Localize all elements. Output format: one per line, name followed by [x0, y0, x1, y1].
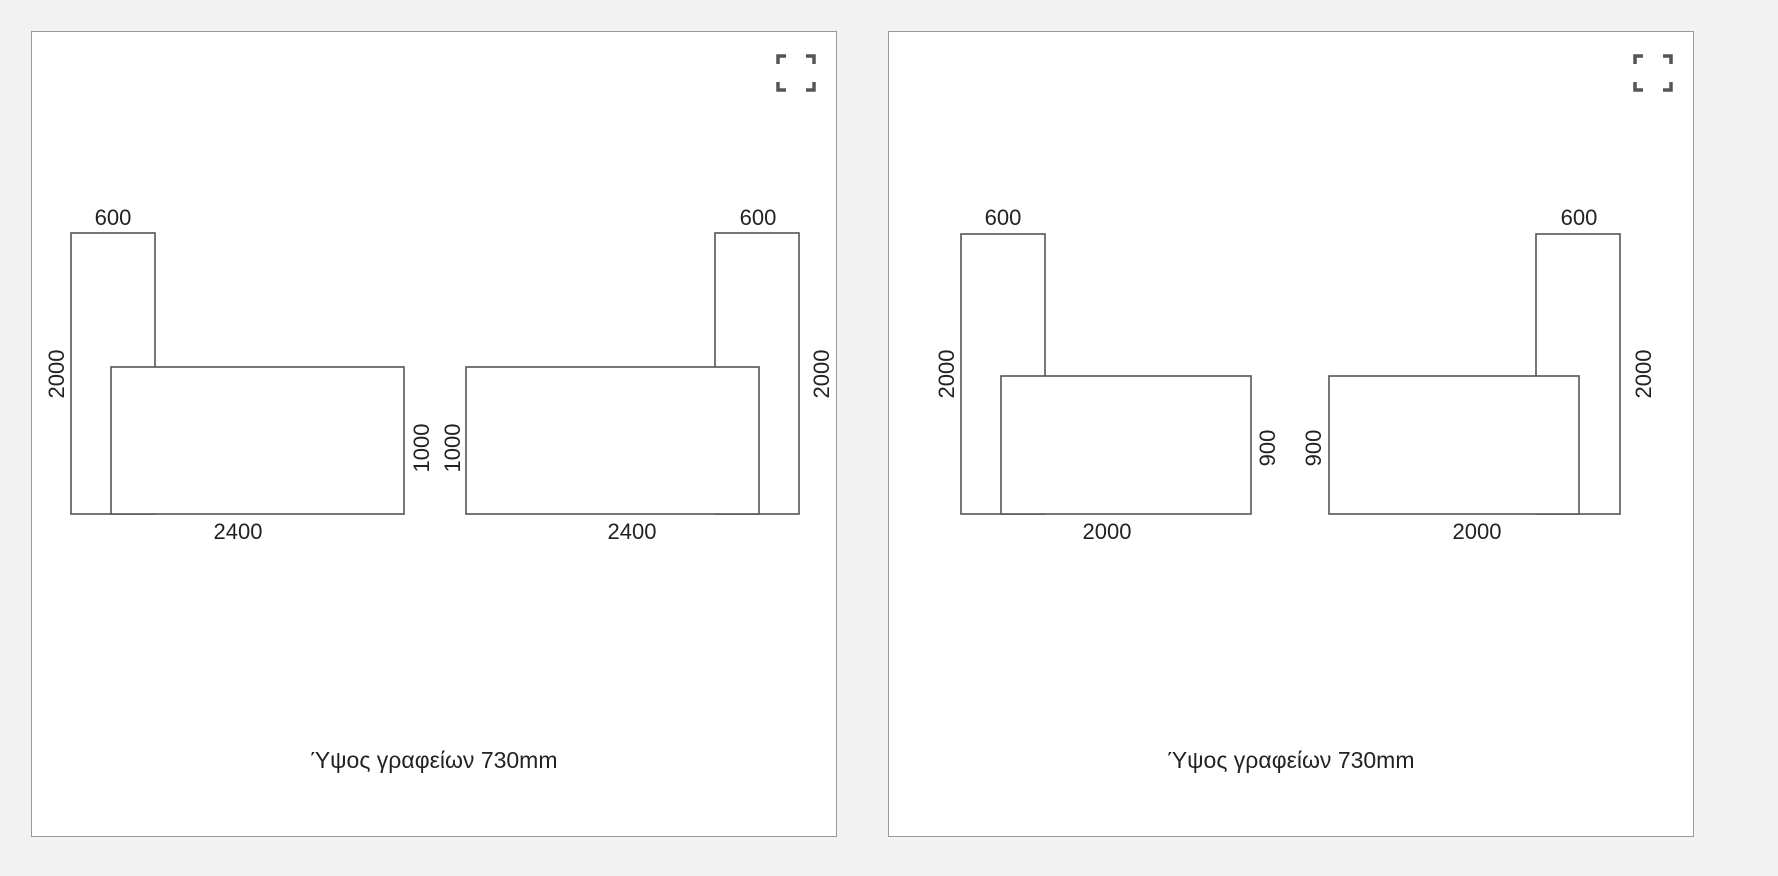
left-top-width-label: 600 — [985, 205, 1022, 230]
left-desk-depth-label: 1000 — [409, 424, 434, 473]
right-desk-depth-label: 1000 — [440, 424, 465, 473]
right-top-width-label: 600 — [1561, 205, 1598, 230]
desk-layout-drawing-1: 600 2000 1000 2400 600 2000 1000 2400 — [44, 205, 834, 544]
left-height-label: 2000 — [44, 350, 69, 399]
right-main-desk — [465, 366, 760, 515]
fullscreen-icon — [776, 54, 816, 92]
right-desk-depth-label: 900 — [1301, 430, 1326, 467]
fullscreen-icon — [1633, 54, 1673, 92]
desk-layout-drawing-2: 600 2000 900 2000 600 2000 900 2000 — [934, 205, 1656, 544]
desk-height-caption: Ύψος γραφείων 730mm — [310, 747, 558, 773]
left-top-width-label: 600 — [95, 205, 132, 230]
right-height-label: 2000 — [809, 350, 834, 399]
right-height-label: 2000 — [1631, 350, 1656, 399]
left-desk-width-label: 2400 — [214, 519, 263, 544]
left-main-desk — [1000, 375, 1252, 515]
desk-layout-panel-1: 600 2000 1000 2400 600 2000 1000 2400 Ύψ… — [31, 31, 837, 837]
fullscreen-button[interactable] — [1633, 54, 1673, 92]
desk-layout-panel-2: 600 2000 900 2000 600 2000 900 2000 Ύψος… — [888, 31, 1694, 837]
left-main-desk — [110, 366, 405, 515]
left-height-label: 2000 — [934, 350, 959, 399]
left-desk-width-label: 2000 — [1083, 519, 1132, 544]
right-desk-width-label: 2000 — [1453, 519, 1502, 544]
fullscreen-button[interactable] — [776, 54, 816, 92]
left-desk-depth-label: 900 — [1255, 430, 1280, 467]
right-top-width-label: 600 — [740, 205, 777, 230]
right-main-desk — [1328, 375, 1580, 515]
right-desk-width-label: 2400 — [608, 519, 657, 544]
desk-height-caption: Ύψος γραφείων 730mm — [1167, 747, 1415, 773]
